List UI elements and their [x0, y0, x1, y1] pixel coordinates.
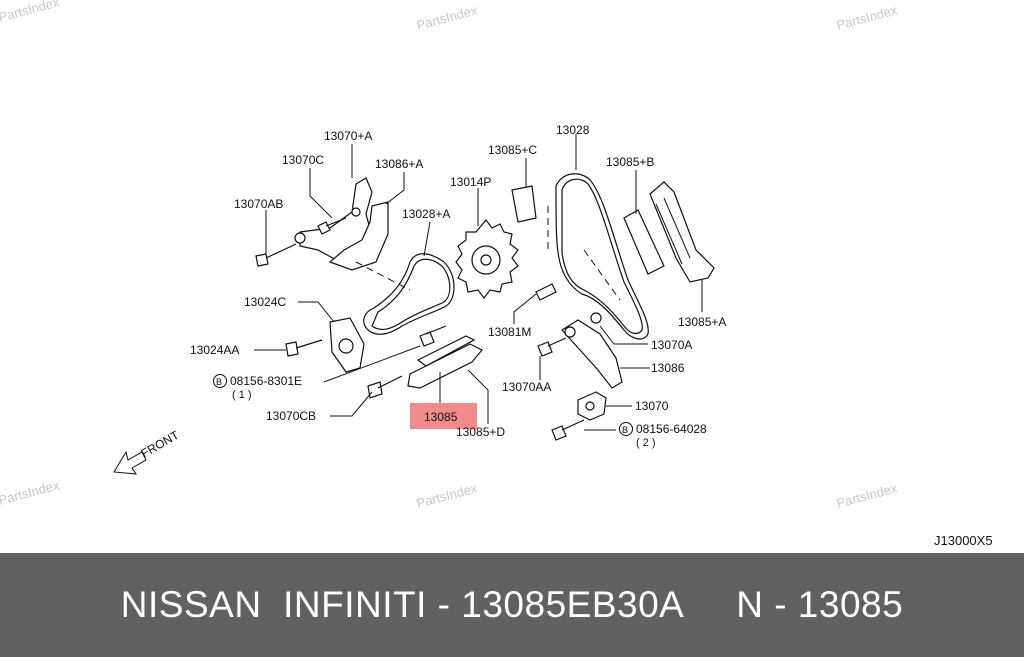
bolt-hole	[294, 232, 306, 244]
chain-guide-part[interactable]	[416, 335, 476, 367]
callout-13085-c[interactable]: 13085+C	[488, 143, 537, 157]
bolt-symbol-letter: B	[622, 425, 628, 435]
guide-detail	[655, 197, 691, 265]
callout-13085[interactable]: 13085	[424, 410, 458, 424]
secondary-chain-part[interactable]	[363, 253, 455, 335]
callout-13085-a[interactable]: 13085+A	[678, 315, 726, 329]
parts-diagram-area: PartsIndex PartsIndex PartsIndex PartsIn…	[0, 0, 993, 548]
callout-13085-d[interactable]: 13085+D	[456, 425, 505, 439]
diagram-code: J13000X5	[934, 533, 993, 548]
front-label: FRONT	[139, 427, 182, 460]
pivot-hole	[564, 326, 576, 338]
callout-13024aa[interactable]: 13024AA	[190, 343, 239, 357]
bolt-symbol-b	[619, 422, 633, 436]
callout-13014p[interactable]: 13014P	[450, 175, 491, 189]
callout-13086[interactable]: 13086	[651, 361, 685, 375]
bolt-part[interactable]	[367, 375, 403, 399]
callout-13070aa[interactable]: 13070AA	[502, 380, 551, 394]
timing-chain-diagram: PartsIndex PartsIndex PartsIndex PartsIn…	[0, 0, 993, 548]
callout-13070-a[interactable]: 13070+A	[324, 129, 372, 143]
bolt-part[interactable]	[255, 243, 297, 267]
callout-13081m[interactable]: 13081M	[488, 325, 531, 339]
bolt-part[interactable]	[551, 419, 585, 441]
tensioner-arm-part[interactable]	[328, 201, 389, 271]
assembly-guide-line	[547, 206, 621, 301]
bolt-symbol-letter: B	[216, 377, 222, 387]
callout-13028[interactable]: 13028	[556, 123, 590, 137]
chain-inner-edge	[561, 178, 643, 335]
chain-guide-pad-part[interactable]	[511, 185, 537, 223]
callout-13070cb[interactable]: 13070CB	[266, 409, 316, 423]
bolt-part[interactable]	[590, 312, 602, 324]
watermark: PartsIndex	[0, 0, 61, 25]
bolt-part[interactable]	[285, 339, 323, 357]
chain-guide-part[interactable]	[623, 209, 665, 275]
bolt-part[interactable]	[317, 217, 347, 235]
callout-13070ab[interactable]: 13070AB	[234, 197, 283, 211]
callout-08156-8301e[interactable]: 08156-8301E	[230, 374, 302, 388]
part-title-banner: NISSAN INFINITI - 13085EB30A N - 13085	[0, 553, 1024, 657]
callout-13028-a[interactable]: 13028+A	[402, 207, 450, 221]
watermark: PartsIndex	[835, 2, 899, 33]
highlighted-part-box[interactable]	[410, 403, 477, 429]
bolt-symbol-b	[213, 374, 227, 388]
leader-lines	[254, 134, 703, 431]
watermark: PartsIndex	[835, 480, 899, 511]
callout-13070[interactable]: 13070	[635, 399, 669, 413]
tensioner-hole	[585, 401, 595, 411]
callout-13070c[interactable]: 13070C	[282, 153, 324, 167]
chain-inner-edge	[371, 258, 451, 331]
cover-hole	[338, 338, 354, 354]
bolt-part[interactable]	[419, 325, 447, 347]
front-direction-arrow	[113, 450, 147, 475]
callout-quantity: ( 2 )	[636, 437, 656, 449]
bolt-part[interactable]	[537, 337, 567, 357]
watermark: PartsIndex	[415, 480, 479, 511]
timing-chain-part[interactable]	[555, 173, 649, 340]
chain-guide-long-part[interactable]	[649, 181, 715, 283]
part-title: NISSAN INFINITI - 13085EB30A N - 13085	[120, 584, 904, 625]
watermark: PartsIndex	[415, 2, 479, 33]
callout-quantity: ( 1 )	[232, 389, 252, 401]
tensioner-arm-part[interactable]	[561, 319, 623, 389]
watermark: PartsIndex	[0, 477, 61, 508]
bolt-hole	[351, 207, 361, 217]
guide-pin-part[interactable]	[535, 283, 557, 301]
callout-13085-b[interactable]: 13085+B	[606, 155, 654, 169]
callout-13086-a[interactable]: 13086+A	[375, 157, 423, 171]
sprocket-bore	[480, 254, 492, 266]
chain-guide-part[interactable]	[407, 343, 483, 389]
callout-08156-64028[interactable]: 08156-64028	[636, 422, 707, 436]
callout-13024c[interactable]: 13024C	[244, 295, 286, 309]
callout-13070a[interactable]: 13070A	[651, 338, 692, 352]
assembly-guide-line	[355, 261, 411, 291]
